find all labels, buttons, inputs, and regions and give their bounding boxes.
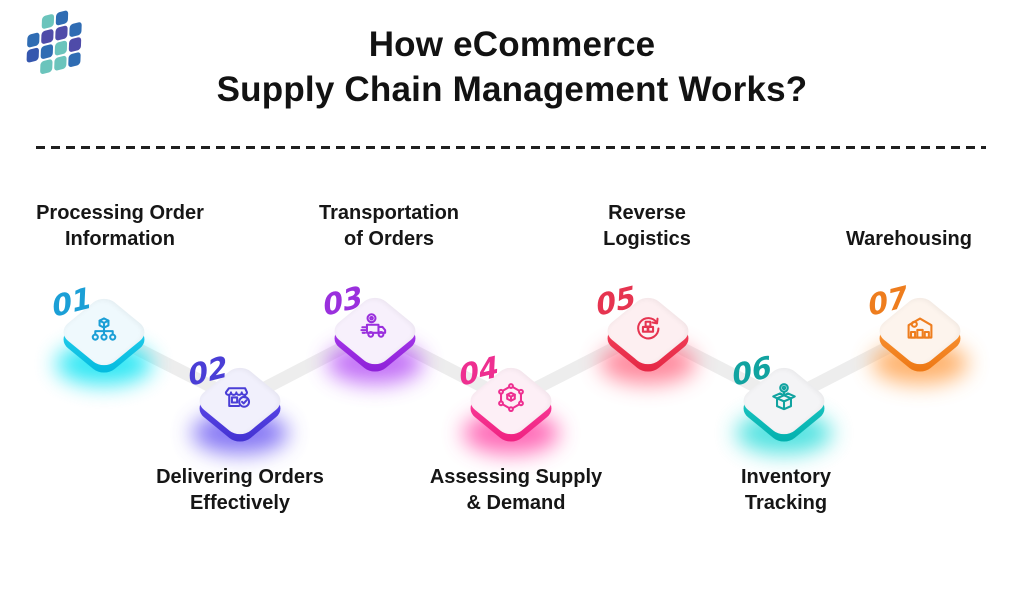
logo-tile [55,25,68,41]
label-line: Information [65,228,175,250]
dashed-divider [36,146,986,149]
label-line: Assessing Supply [429,466,603,488]
label-line: Reverse [608,202,686,224]
label-line: Inventory [740,466,832,488]
truck-pin-icon [360,313,387,338]
warehouse-icon [907,317,933,339]
logo-tile [68,52,81,67]
logo-tile [41,29,54,44]
logo-tile [40,44,54,59]
label-line: Effectively [189,492,291,514]
label-line: Transportation [318,202,460,224]
step-label-04: Assessing Supply & Demand [430,464,602,516]
label-line: of Orders [343,228,435,250]
title-line-1: How eCommerce [368,25,656,64]
logo-tile [26,47,39,63]
step-label-07: Warehousing [846,226,972,252]
label-line: Processing Order [36,202,204,224]
logo-tile [40,59,53,74]
logo-tile [54,40,68,56]
label-line: Logistics [603,228,691,250]
label-line: Tracking [744,492,828,514]
reverse-boxes-icon [637,317,660,340]
logo-tile [68,37,82,52]
store-check-icon [224,387,251,408]
logo-tile [69,22,82,37]
logo-tile [27,32,40,48]
network-cube-icon [498,383,524,413]
logo-tile [54,55,67,71]
label-line: Warehousing [846,228,972,250]
logo-tile [55,10,69,26]
brand-logo [26,10,82,74]
title-line-2: Supply Chain Management Works? [216,70,808,109]
label-line: Delivering Orders [156,466,324,488]
step-label-03: Transportation of Orders [319,200,459,252]
page-title: How eCommerce Supply Chain Management Wo… [0,22,1024,112]
box-pin-icon [772,383,796,411]
logo-tile [41,14,55,29]
order-hierarchy-icon [91,317,117,341]
label-line: & Demand [466,492,566,514]
